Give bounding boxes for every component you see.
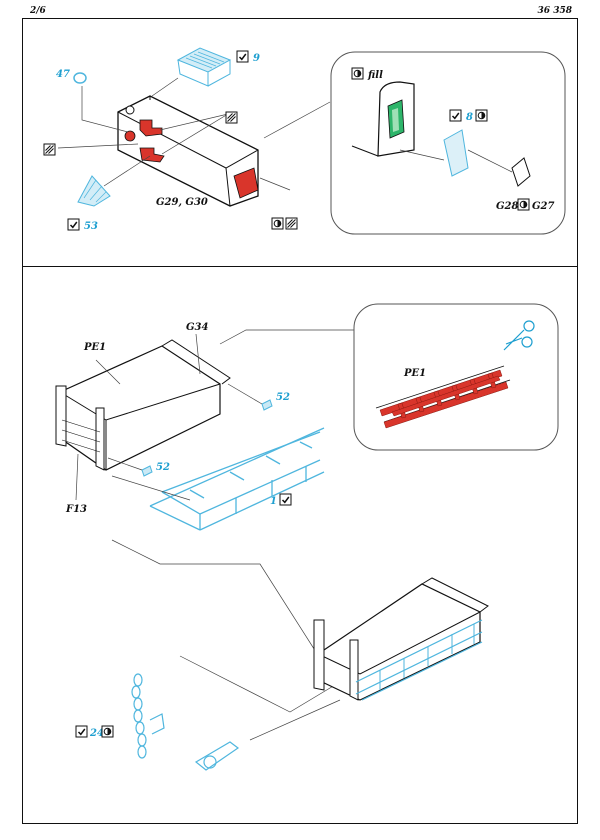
scissors-icon xyxy=(503,320,535,351)
paint-icon xyxy=(101,725,114,738)
fold-icon xyxy=(67,218,80,231)
bottom-leader-lines xyxy=(75,329,356,741)
kit-number: 36 358 xyxy=(537,6,572,16)
paint-icon xyxy=(271,217,284,230)
fold-icon xyxy=(75,725,88,738)
part-52-label: 52 xyxy=(276,392,290,403)
part-52-label: 52 xyxy=(156,462,170,473)
g34-label: G34 xyxy=(186,322,208,333)
part-53-label: 53 xyxy=(84,221,98,232)
g29-g30-label: G29, G30 xyxy=(156,197,208,208)
g27-label: G27 xyxy=(532,201,554,212)
f13-label: F13 xyxy=(65,504,87,515)
part-9-etch xyxy=(176,47,232,87)
part-1-side-rail xyxy=(149,427,325,531)
part-9-label: 9 xyxy=(253,53,260,64)
cargo-bed-assembly xyxy=(55,339,231,471)
part-1-label: 1 xyxy=(270,496,277,507)
section-divider xyxy=(22,266,578,267)
assembled-cargo-bed xyxy=(313,577,489,701)
part-8-label: 8 xyxy=(466,112,473,123)
page-frame xyxy=(22,18,578,824)
cab-box-assembly xyxy=(117,95,259,207)
part-24-label: 24 xyxy=(89,728,104,739)
page-number: 2/6 xyxy=(30,6,46,16)
paint-icon xyxy=(475,109,488,122)
top-leader-lines xyxy=(57,77,331,191)
detail-inset-pe1 xyxy=(353,303,559,451)
fill-label: fill xyxy=(367,70,383,81)
pe1-inset-label: PE1 xyxy=(403,368,426,379)
part-47-label: 47 xyxy=(56,69,70,80)
detail-inset-lights xyxy=(330,51,566,235)
fold-icon xyxy=(279,493,292,506)
glue-icon xyxy=(285,217,298,230)
paint-icon xyxy=(517,198,530,211)
g28-label: G28 xyxy=(496,201,518,212)
paint-icon xyxy=(351,67,364,80)
part-52-pieces xyxy=(141,399,273,477)
fold-icon xyxy=(449,109,462,122)
glue-icon xyxy=(225,111,238,124)
glue-icon xyxy=(43,143,56,156)
part-53-etch xyxy=(77,175,111,207)
part-24-chain xyxy=(131,673,240,771)
pe1-label: PE1 xyxy=(83,342,106,353)
part-47-ring xyxy=(73,72,87,84)
fold-icon xyxy=(236,50,249,63)
